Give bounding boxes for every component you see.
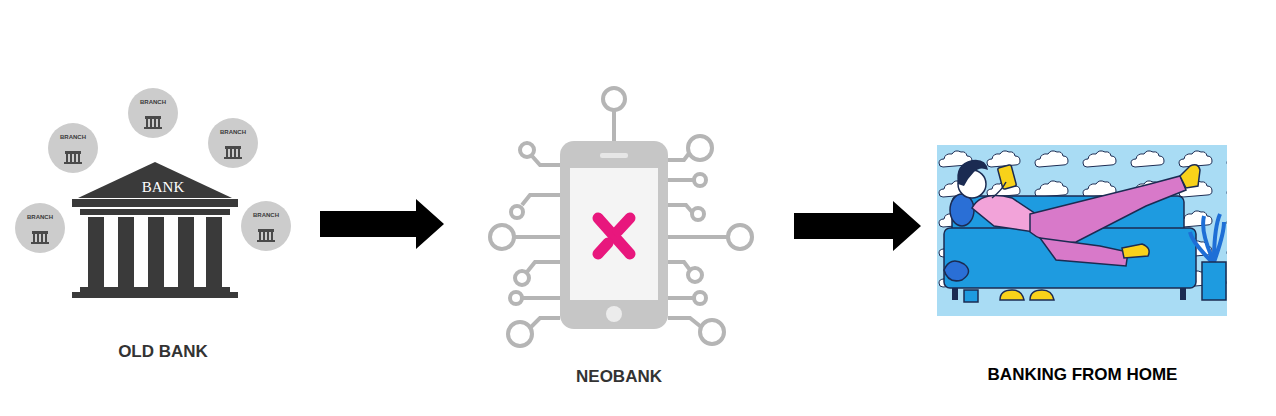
home-scene bbox=[937, 145, 1227, 316]
node-label: BRANCH bbox=[204, 129, 262, 136]
node-label: BRANCH bbox=[44, 134, 102, 141]
banking-from-home: BANKING FROM HOME bbox=[921, 135, 1244, 395]
branch-circle: BRANCH bbox=[11, 203, 69, 253]
block-arrow bbox=[320, 199, 444, 249]
phone bbox=[560, 141, 668, 329]
neobank: NEOBANK bbox=[444, 80, 794, 395]
node-label: BRANCH bbox=[11, 214, 69, 221]
old-bank: BANK OLD BANK bbox=[6, 85, 320, 375]
node-label: BRANCH bbox=[124, 99, 182, 106]
branch-circle: BRANCH bbox=[44, 123, 102, 173]
node-label: BANKING FROM HOME bbox=[921, 365, 1244, 385]
branch-circle: BRANCH bbox=[124, 88, 182, 138]
branch-circle: BRANCH bbox=[237, 201, 295, 251]
node-label: BRANCH bbox=[237, 212, 295, 219]
circuit-lines bbox=[490, 88, 752, 346]
branch-circle: BRANCH bbox=[204, 118, 262, 168]
block-arrow bbox=[794, 201, 921, 251]
sign-text: BANK bbox=[6, 178, 320, 196]
node-label: NEOBANK bbox=[444, 367, 794, 387]
node-label: OLD BANK bbox=[6, 342, 320, 362]
